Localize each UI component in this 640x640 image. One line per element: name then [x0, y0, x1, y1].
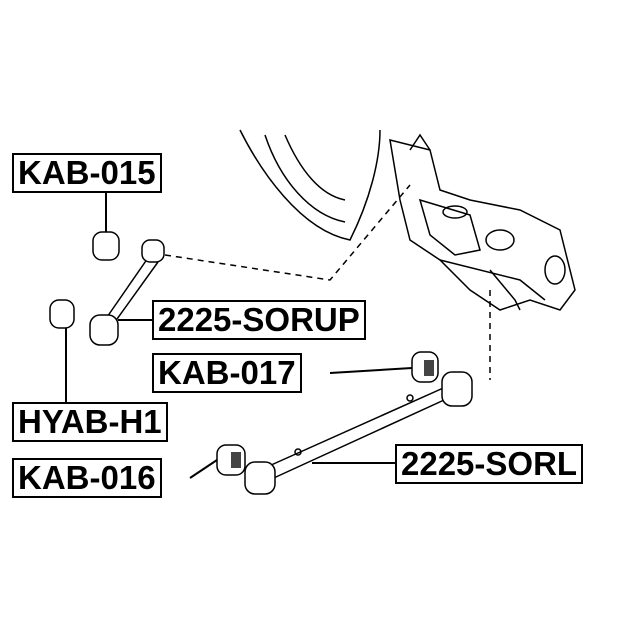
part-label-kab-017: KAB-017: [152, 353, 302, 393]
rear-knuckle: [239, 129, 576, 311]
part-label-hyab-h1: HYAB-H1: [12, 402, 168, 442]
leader-dashes: [164, 184, 491, 380]
lower-link: [244, 371, 473, 495]
part-label-2225-sorl: 2225-SORL: [395, 444, 584, 484]
bushing-kab-016: [189, 444, 246, 479]
upper-link: [89, 239, 165, 346]
part-label-kab-015: KAB-015: [12, 153, 162, 193]
part-label-2225-sorup: 2225-SORUP: [152, 300, 366, 340]
bushing-kab-017: [329, 351, 439, 383]
bushing-hyab-h1: [49, 299, 75, 402]
part-label-kab-016: KAB-016: [12, 458, 162, 498]
bushing-kab-015: [92, 193, 120, 261]
